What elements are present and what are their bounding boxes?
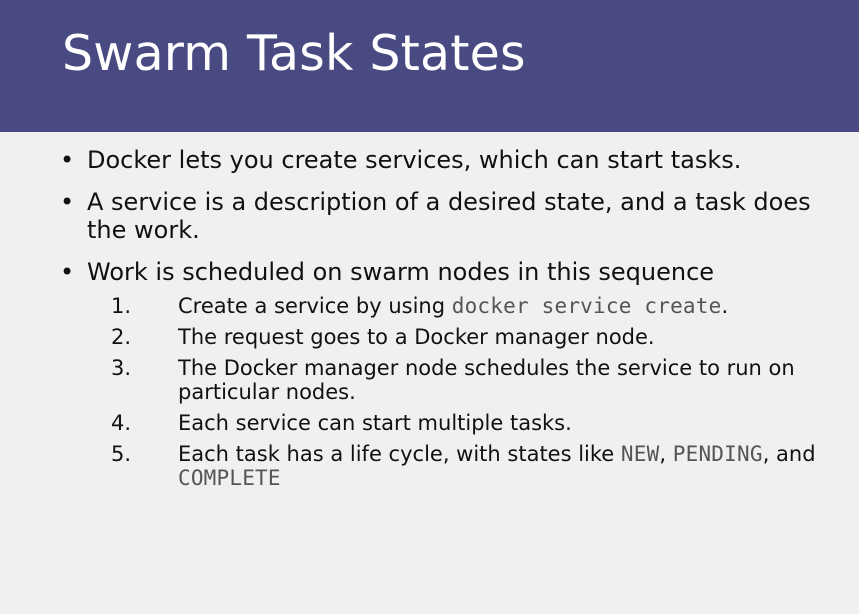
- bullet-item: • A service is a description of a desire…: [55, 188, 825, 244]
- bullet-dot-icon: •: [60, 146, 75, 174]
- step-text: Each task has a life cycle, with states …: [178, 442, 816, 490]
- step-text: The Docker manager node schedules the se…: [178, 356, 795, 404]
- step-list: 1. Create a service by using docker serv…: [87, 294, 825, 490]
- step-code: docker service create: [451, 294, 722, 318]
- bullet-item: • Work is scheduled on swarm nodes in th…: [55, 258, 825, 490]
- step-item: 5. Each task has a life cycle, with stat…: [87, 442, 825, 490]
- step-text: Create a service by using docker service…: [178, 294, 728, 318]
- state-code-complete: COMPLETE: [178, 466, 281, 490]
- step-item: 2. The request goes to a Docker manager …: [87, 325, 825, 349]
- step-text-sep: , and: [762, 442, 816, 466]
- slide-title: Swarm Task States: [62, 25, 526, 82]
- bullet-list: • Docker lets you create services, which…: [55, 146, 825, 504]
- step-text-sep: ,: [659, 442, 673, 466]
- state-code-new: NEW: [620, 442, 660, 466]
- step-text-part: Create a service by using: [178, 294, 452, 318]
- step-number: 3.: [111, 356, 132, 380]
- step-text: Each service can start multiple tasks.: [178, 411, 572, 435]
- step-number: 5.: [111, 442, 132, 466]
- step-item: 1. Create a service by using docker serv…: [87, 294, 825, 318]
- step-number: 4.: [111, 411, 132, 435]
- step-number: 2.: [111, 325, 132, 349]
- step-text-part: Each task has a life cycle, with states …: [178, 442, 621, 466]
- bullet-dot-icon: •: [60, 258, 75, 286]
- bullet-text: A service is a description of a desired …: [87, 188, 811, 244]
- bullet-dot-icon: •: [60, 188, 75, 216]
- step-number: 1.: [111, 294, 132, 318]
- state-code-pending: PENDING: [672, 442, 763, 466]
- bullet-text: Work is scheduled on swarm nodes in this…: [87, 258, 715, 286]
- step-item: 3. The Docker manager node schedules the…: [87, 356, 825, 404]
- bullet-item: • Docker lets you create services, which…: [55, 146, 825, 174]
- title-band: Swarm Task States: [0, 0, 859, 132]
- step-text-part: .: [721, 294, 729, 318]
- step-item: 4. Each service can start multiple tasks…: [87, 411, 825, 435]
- step-text: The request goes to a Docker manager nod…: [178, 325, 655, 349]
- bullet-text: Docker lets you create services, which c…: [87, 146, 742, 174]
